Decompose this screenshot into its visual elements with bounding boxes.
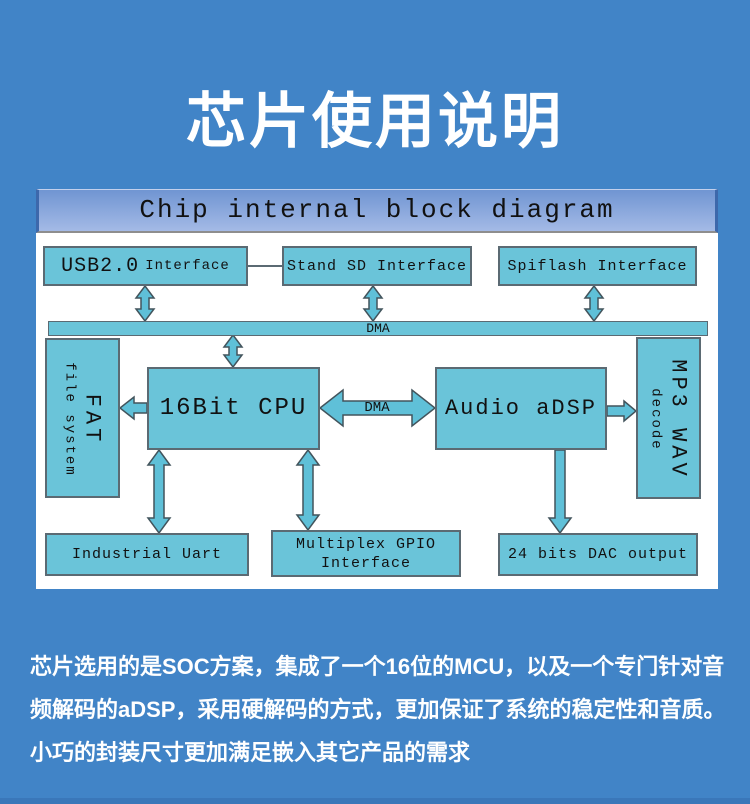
cpu-uart-double-arrow bbox=[146, 448, 172, 535]
fat-rotated-text: FAT file system bbox=[48, 342, 119, 498]
adsp-dac-arrow bbox=[547, 449, 573, 535]
block-sd-interface: Stand SD Interface bbox=[282, 246, 472, 286]
usb-label-sub: Interface bbox=[145, 258, 230, 274]
block-multiplex-gpio: Multiplex GPIO Interface bbox=[271, 530, 461, 577]
page-title: 芯片使用说明 bbox=[186, 88, 564, 155]
diagram-title: Chip internal block diagram bbox=[36, 189, 718, 233]
block-dma-bus: DMA bbox=[48, 321, 708, 336]
block-16bit-cpu: 16Bit CPU bbox=[147, 367, 320, 450]
diagram-connectors bbox=[118, 265, 638, 535]
usb-label-main: USB2.0 bbox=[61, 254, 140, 278]
spiflash-dma-double-arrow bbox=[583, 284, 605, 323]
block-dac-output: 24 bits DAC output bbox=[498, 533, 698, 576]
usb-dma-double-arrow bbox=[134, 284, 156, 323]
fat-label-sub: file system bbox=[62, 362, 78, 477]
cpu-fat-arrow bbox=[118, 395, 148, 421]
bottom-edge-strip bbox=[0, 798, 750, 804]
mp3-rotated-text: MP3 WAV decode bbox=[639, 341, 700, 499]
block-diagram-panel: Chip internal block diagram USB2.0 Inter… bbox=[36, 189, 718, 589]
mp3-label-main: MP3 WAV bbox=[666, 359, 691, 480]
block-audio-adsp: Audio aDSP bbox=[435, 367, 607, 450]
block-spiflash-interface: Spiflash Interface bbox=[498, 246, 697, 286]
chip-description: 芯片选用的是SOC方案，集成了一个16位的MCU，以及一个专门针对音 频解码的a… bbox=[30, 645, 730, 774]
mp3-label-sub: decode bbox=[648, 388, 664, 451]
sd-dma-double-arrow bbox=[362, 284, 384, 323]
block-mp3-wav-decode: MP3 WAV decode bbox=[636, 337, 701, 499]
block-usb-interface: USB2.0 Interface bbox=[43, 246, 248, 286]
fat-label-main: FAT bbox=[80, 393, 105, 446]
block-industrial-uart: Industrial Uart bbox=[45, 533, 249, 576]
block-fat-file-system: FAT file system bbox=[45, 338, 120, 498]
cpu-adsp-dma-label: DMA bbox=[364, 400, 390, 416]
description-line-1: 芯片选用的是SOC方案，集成了一个16位的MCU，以及一个专门针对音 bbox=[30, 654, 725, 679]
adsp-mp3-arrow bbox=[606, 399, 638, 423]
description-line-2: 频解码的aDSP，采用硬解码的方式，更加保证了系统的稳定性和音质。 bbox=[30, 697, 726, 722]
dma-cpu-double-arrow bbox=[222, 333, 244, 369]
description-line-3: 小巧的封装尺寸更加满足嵌入其它产品的需求 bbox=[30, 740, 471, 765]
cpu-gpio-double-arrow bbox=[295, 448, 321, 532]
